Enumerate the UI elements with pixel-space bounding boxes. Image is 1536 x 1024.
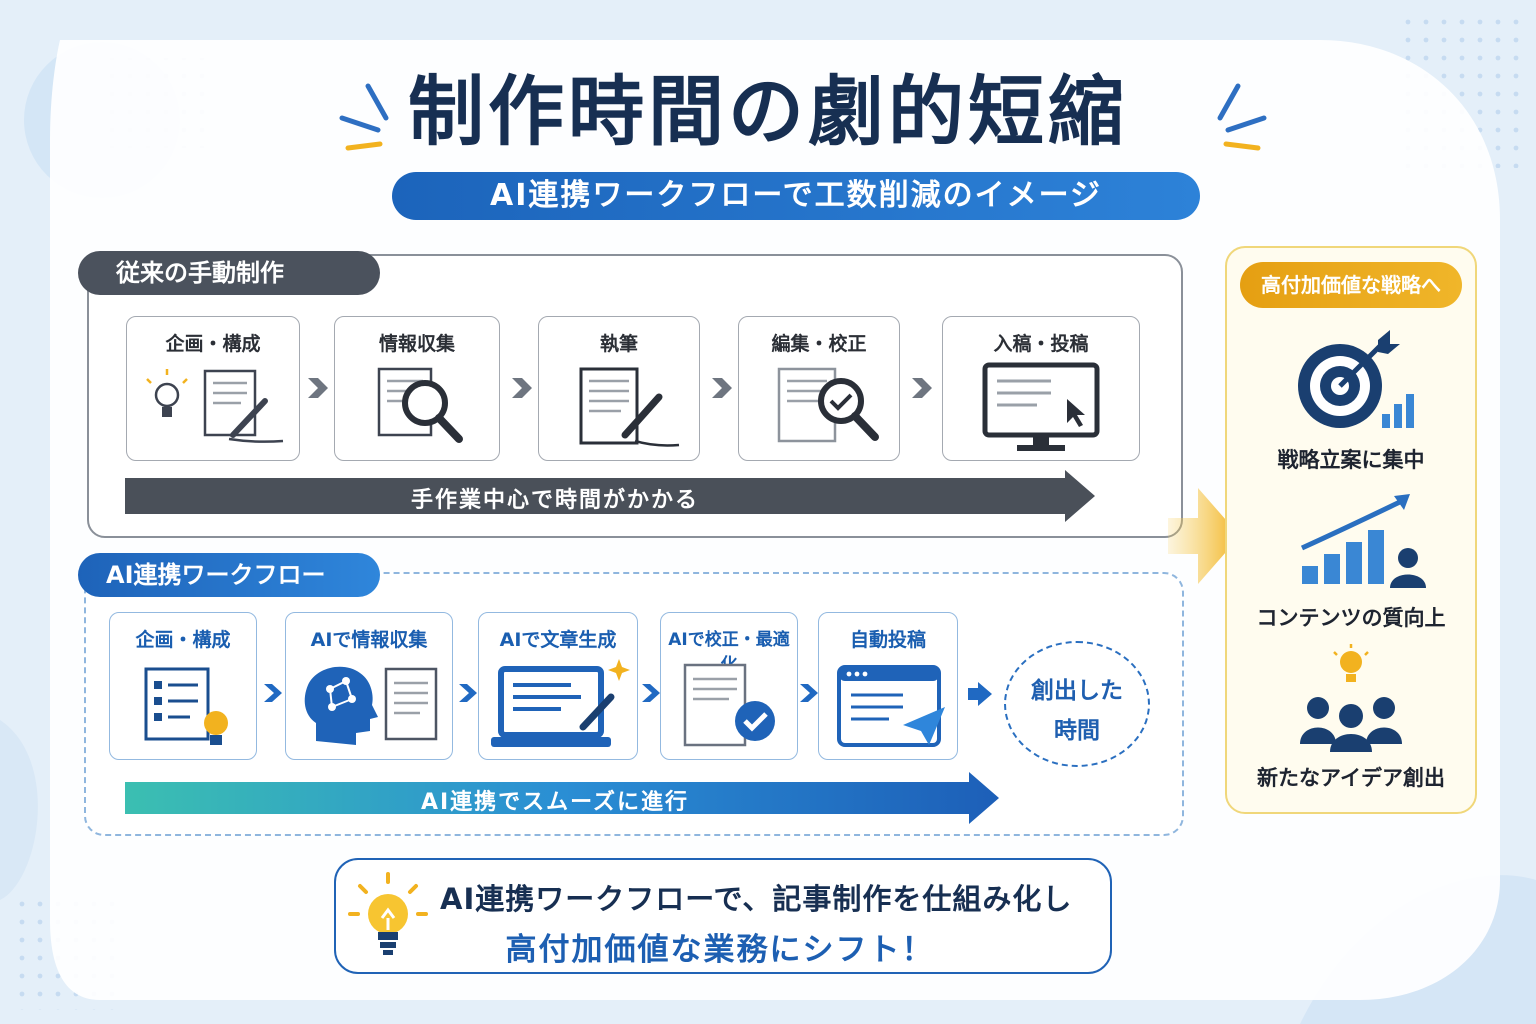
- created-time-circle: 創出した 時間: [1004, 641, 1150, 767]
- created-time-line1: 創出した: [1031, 678, 1123, 704]
- shift-arrow-icon: [1168, 488, 1240, 584]
- target-arrow-chart-icon: [1298, 330, 1414, 428]
- browser-send-icon: [837, 665, 945, 747]
- checklist-lightbulb-icon: [144, 667, 228, 745]
- flow-arrow-icon: [308, 378, 328, 398]
- team-lightbulb-icon: [1300, 644, 1402, 752]
- ai-step-label: 自動投稿: [849, 629, 926, 651]
- title-sparkle-left-icon: [339, 83, 389, 151]
- created-time-line2: 時間: [1054, 718, 1100, 744]
- ai-step-planning: 企画・構成: [109, 612, 257, 760]
- value-panel-pill: 高付加価値な戦略へ: [1240, 262, 1462, 308]
- flow-arrow-icon: [912, 378, 932, 398]
- document-check-magnifier-icon: [777, 367, 879, 443]
- ai-bar-label: AI連携でスムーズに進行: [420, 790, 690, 815]
- flow-arrow-icon: [800, 684, 818, 702]
- subtitle-pill: AI連携ワークフローで工数削減のイメージ: [392, 172, 1200, 220]
- manual-step-planning: 企画・構成: [126, 316, 300, 461]
- document-magnifier-icon: [377, 367, 463, 443]
- manual-section-tab: 従来の手動制作: [78, 251, 380, 295]
- manual-progress-arrow: [125, 470, 1095, 522]
- ai-step-proofreading: AIで校正・最適化: [660, 612, 798, 760]
- ai-step-label: AIで情報収集: [310, 629, 428, 651]
- flow-arrow-icon: [968, 682, 992, 706]
- growth-chart-person-icon: [1300, 494, 1426, 588]
- conclusion-line1: AI連携ワークフローで、記事制作を仕組み化し: [440, 882, 1073, 916]
- flow-arrow-icon: [264, 684, 282, 702]
- ai-section-tab: AI連携ワークフロー: [78, 553, 380, 597]
- manual-step-research: 情報収集: [334, 316, 500, 461]
- manual-step-label: 情報収集: [378, 333, 455, 355]
- manual-step-writing: 執筆: [538, 316, 700, 461]
- conclusion-box: [334, 858, 1112, 974]
- ai-step-research: AIで情報収集: [285, 612, 453, 760]
- title-sparkle-right-icon: [1217, 83, 1267, 151]
- ai-step-generation: AIで文章生成: [478, 612, 638, 760]
- manual-step-label: 企画・構成: [165, 333, 261, 355]
- ai-step-label: 企画・構成: [135, 629, 231, 651]
- document-pen-icon: [579, 367, 680, 447]
- value-item-label: 新たなアイデア創出: [1257, 766, 1445, 790]
- flow-arrow-icon: [642, 684, 660, 702]
- manual-step-label: 入稿・投稿: [993, 333, 1089, 355]
- manual-step-label: 執筆: [599, 333, 638, 355]
- flow-arrow-icon: [459, 684, 477, 702]
- conclusion-line2: 高付加価値な業務にシフト！: [505, 932, 935, 968]
- ai-step-label: AIで文章生成: [499, 629, 617, 651]
- flow-arrow-icon: [712, 378, 732, 398]
- monitor-cursor-icon: [982, 362, 1100, 451]
- lightbulb-icon: [348, 872, 428, 955]
- value-item-label: 戦略立案に集中: [1277, 448, 1425, 472]
- ai-step-autopost: 自動投稿: [818, 612, 958, 760]
- lightbulb-document-pen-icon: [146, 369, 284, 443]
- document-check-icon: [683, 663, 775, 747]
- manual-bar-label: 手作業中心で時間がかかる: [410, 488, 699, 513]
- value-item-label: コンテンツの質向上: [1256, 606, 1446, 630]
- ai-head-document-icon: [304, 666, 438, 745]
- manual-step-label: 編集・校正: [771, 333, 867, 355]
- laptop-pen-icon: [491, 659, 630, 747]
- flow-arrow-icon: [512, 378, 532, 398]
- manual-step-editing: 編集・校正: [738, 316, 900, 461]
- page-title: 制作時間の劇的短縮: [408, 67, 1128, 156]
- manual-step-publishing: 入稿・投稿: [942, 316, 1140, 461]
- ai-progress-arrow: [125, 772, 999, 824]
